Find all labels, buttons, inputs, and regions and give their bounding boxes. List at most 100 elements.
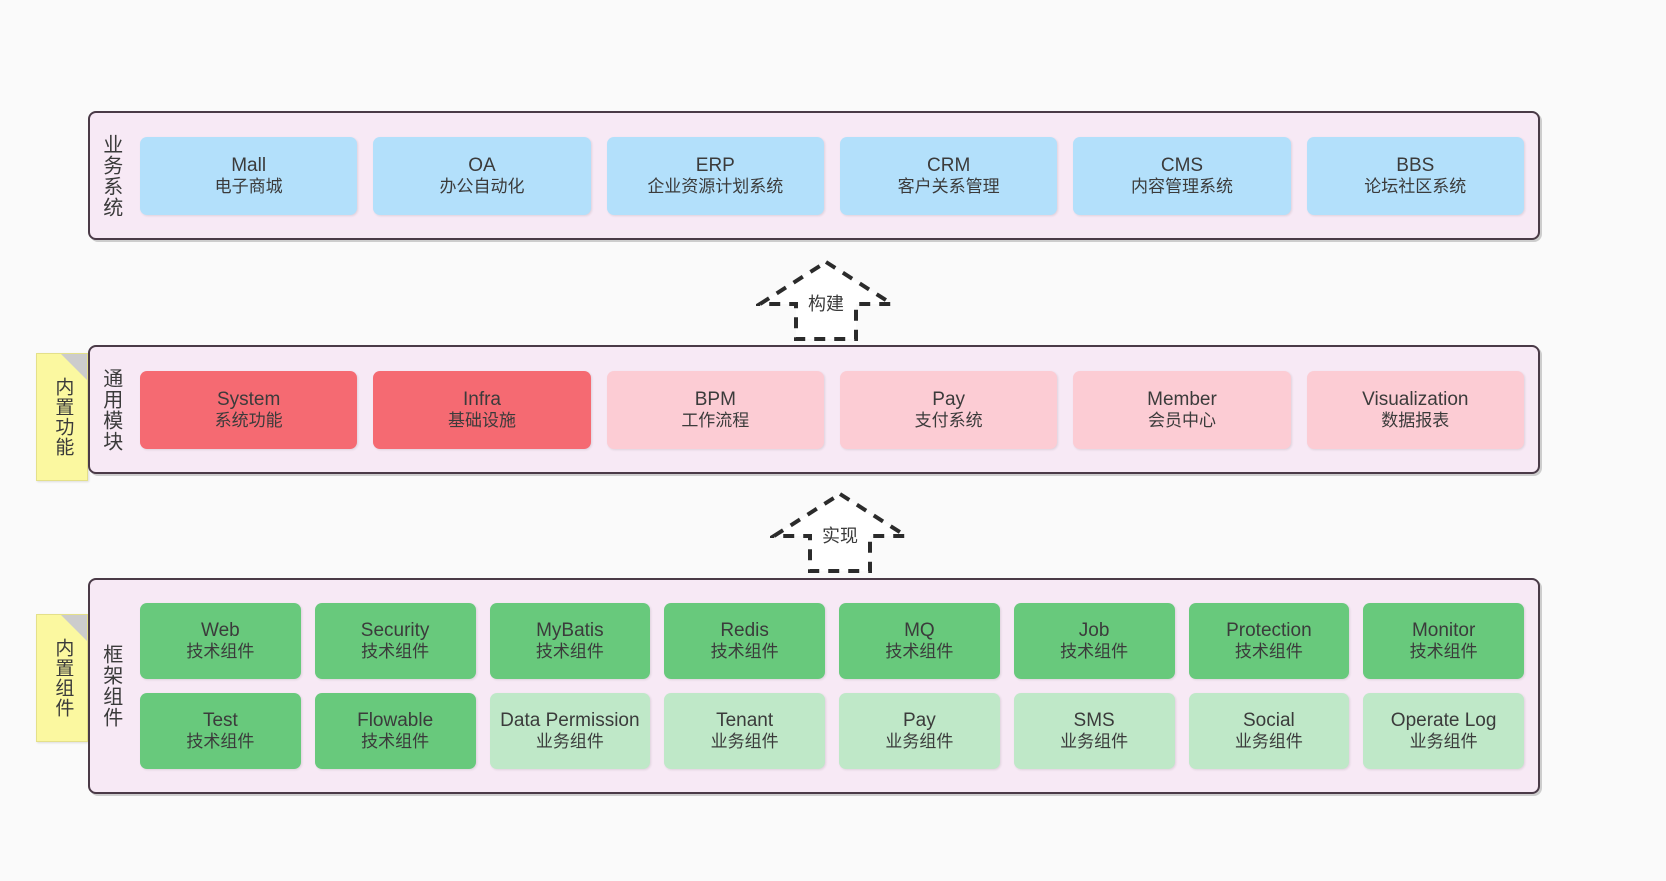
business-system-layer-title: 业务系统 (99, 133, 122, 218)
common-modules-layer-title: 通用模块 (99, 367, 122, 452)
framework-component-card-sub: 技术组件 (361, 732, 430, 752)
framework-component-card-sub: 业务组件 (1234, 732, 1303, 752)
builtin-feature-note: 内置功能 (36, 353, 88, 481)
business-system-card-name: ERP (695, 154, 735, 176)
framework-component-card-sub: 技术组件 (1234, 642, 1303, 662)
common-module-card-sub: 支付系统 (914, 410, 983, 430)
framework-component-card-name: Flowable (357, 710, 434, 732)
builtin-component-note: 内置组件 (36, 614, 88, 742)
business-system-card-name: OA (468, 154, 496, 176)
framework-component-card-name: Security (360, 620, 430, 642)
framework-component-card-sub: 技术组件 (186, 732, 255, 752)
framework-component-card-name: Job (1078, 620, 1110, 642)
framework-component-card-sub: 技术组件 (361, 642, 430, 662)
framework-component-card-sub: 业务组件 (710, 732, 779, 752)
framework-component-card-sub: 技术组件 (1409, 642, 1478, 662)
business-system-card-name: BBS (1396, 154, 1435, 176)
implement-arrow: 实现 (770, 490, 910, 575)
common-module-card-name: Visualization (1362, 388, 1469, 410)
framework-component-card-sub: 技术组件 (186, 642, 255, 662)
framework-components-layer-title: 框架组件 (99, 644, 122, 728)
business-system-card-sub: 办公自动化 (439, 176, 525, 196)
framework-component-card-name: Data Permission (500, 710, 640, 732)
common-module-card-sub: 基础设施 (447, 410, 516, 430)
note-fold-icon (61, 354, 87, 380)
framework-component-card-sub: 技术组件 (535, 642, 604, 662)
business-system-card-name: CRM (927, 154, 971, 176)
common-module-card-name: Infra (462, 388, 501, 410)
framework-component-card-name: Pay (903, 710, 936, 732)
build-arrow-label: 构建 (808, 294, 844, 314)
framework-component-card-name: Social (1243, 710, 1295, 732)
framework-component-card-sub: 业务组件 (1060, 732, 1129, 752)
framework-component-card-name: Monitor (1411, 620, 1476, 642)
common-module-card-sub: 会员中心 (1147, 410, 1216, 430)
framework-component-card-sub: 技术组件 (885, 642, 954, 662)
common-module-card-name: Pay (932, 388, 966, 410)
framework-component-card-sub: 业务组件 (885, 732, 954, 752)
common-module-card-name: BPM (694, 388, 736, 410)
framework-component-card-name: SMS (1073, 710, 1115, 732)
common-module-card-sub: 系统功能 (214, 410, 283, 430)
framework-component-card-name: Operate Log (1390, 710, 1497, 732)
builtin-component-note-label: 内置组件 (52, 638, 74, 718)
business-system-card-sub: 客户关系管理 (897, 176, 1000, 196)
builtin-feature-note-label: 内置功能 (52, 377, 74, 457)
framework-component-card-name: Test (202, 710, 238, 732)
business-system-card-sub: 企业资源计划系统 (647, 176, 784, 196)
common-module-card-sub: 数据报表 (1381, 410, 1450, 430)
framework-component-card-sub: 技术组件 (1060, 642, 1129, 662)
common-module-card-sub: 工作流程 (681, 410, 750, 430)
business-system-card-sub: 电子商城 (214, 176, 283, 196)
framework-component-card-sub: 业务组件 (535, 732, 604, 752)
framework-component-card-sub: 技术组件 (710, 642, 779, 662)
framework-component-card-sub: 业务组件 (1409, 732, 1478, 752)
framework-component-card-name: Protection (1226, 620, 1312, 642)
framework-component-card-name: MQ (904, 620, 935, 642)
business-system-card-name: CMS (1160, 154, 1204, 176)
framework-component-card-name: Web (201, 620, 240, 642)
business-system-card-sub: 内容管理系统 (1130, 176, 1233, 196)
framework-component-card-name: Redis (720, 620, 769, 642)
framework-component-card-name: MyBatis (536, 620, 604, 642)
build-arrow: 构建 (756, 258, 896, 343)
business-system-card-name: Mall (231, 154, 267, 176)
implement-arrow-label: 实现 (822, 526, 858, 546)
common-module-card-name: Member (1147, 388, 1217, 410)
